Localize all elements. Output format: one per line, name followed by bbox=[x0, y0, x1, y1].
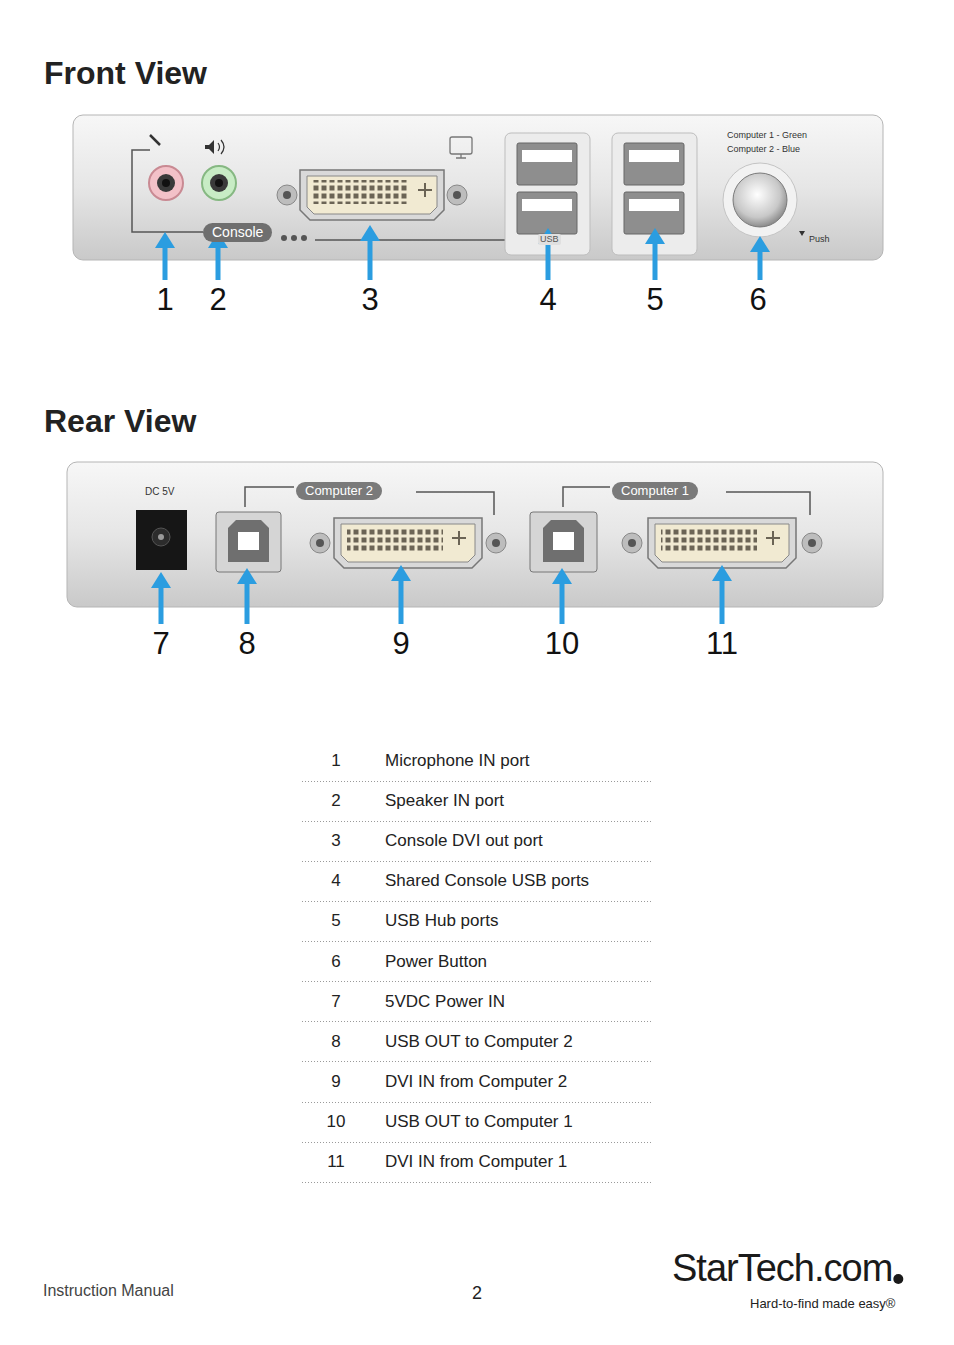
panel-label: Console bbox=[203, 223, 272, 242]
callout-number: 1 bbox=[156, 284, 173, 315]
table-cell: USB OUT to Computer 2 bbox=[385, 1033, 573, 1050]
callout-number: 8 bbox=[238, 628, 255, 659]
table-cell: 9 bbox=[331, 1073, 340, 1090]
callout-number: 11 bbox=[706, 628, 738, 659]
table-cell: 3 bbox=[331, 832, 340, 849]
table-rules bbox=[302, 782, 652, 1183]
table-cell: Console DVI out port bbox=[385, 832, 543, 849]
brand-tagline: Hard-to-find made easy® bbox=[750, 1297, 895, 1310]
table-cell: 10 bbox=[327, 1113, 346, 1130]
table-cell: DVI IN from Computer 2 bbox=[385, 1073, 567, 1090]
table-cell: 6 bbox=[331, 953, 340, 970]
callout-number: 7 bbox=[152, 628, 169, 659]
section-heading: Rear View bbox=[44, 405, 196, 437]
table-cell: 2 bbox=[331, 792, 340, 809]
panel-label: DC 5V bbox=[145, 487, 174, 497]
table-cell: USB Hub ports bbox=[385, 912, 498, 929]
callout-number: 9 bbox=[392, 628, 409, 659]
table-cell: Shared Console USB ports bbox=[385, 872, 589, 889]
table-cell: 7 bbox=[331, 993, 340, 1010]
table-cell: Speaker IN port bbox=[385, 792, 504, 809]
led-note: Computer 1 - Green bbox=[727, 131, 807, 140]
panel-label: USB bbox=[538, 234, 561, 245]
callout-number: 2 bbox=[209, 284, 226, 315]
table-cell: 4 bbox=[331, 872, 340, 889]
panel-label: Computer 2 bbox=[296, 482, 382, 500]
table-cell: 11 bbox=[327, 1153, 345, 1170]
rear-panel bbox=[67, 462, 883, 607]
callout-number: 5 bbox=[646, 284, 663, 315]
section-heading: Front View bbox=[44, 57, 207, 89]
callout-number: 6 bbox=[749, 284, 766, 315]
page-number: 2 bbox=[472, 1284, 482, 1302]
footer-text: Instruction Manual bbox=[43, 1283, 174, 1299]
table-cell: DVI IN from Computer 1 bbox=[385, 1153, 567, 1170]
table-cell: USB OUT to Computer 1 bbox=[385, 1113, 573, 1130]
table-cell: Power Button bbox=[385, 953, 487, 970]
table-cell: 1 bbox=[331, 752, 340, 769]
callout-number: 3 bbox=[361, 284, 378, 315]
front-panel bbox=[73, 115, 883, 260]
logo-dot bbox=[893, 1274, 903, 1284]
brand-logo: StarTech.com bbox=[672, 1249, 892, 1287]
callout-number: 10 bbox=[545, 628, 579, 659]
table-cell: Microphone IN port bbox=[385, 752, 530, 769]
led-note: Computer 2 - Blue bbox=[727, 145, 800, 154]
panel-label: Push bbox=[809, 235, 830, 244]
panel-label: Computer 1 bbox=[612, 482, 698, 500]
callout-arrows bbox=[151, 225, 770, 624]
table-cell: 5VDC Power IN bbox=[385, 993, 505, 1010]
callout-number: 4 bbox=[539, 284, 556, 315]
table-cell: 8 bbox=[331, 1033, 340, 1050]
table-cell: 5 bbox=[331, 912, 340, 929]
